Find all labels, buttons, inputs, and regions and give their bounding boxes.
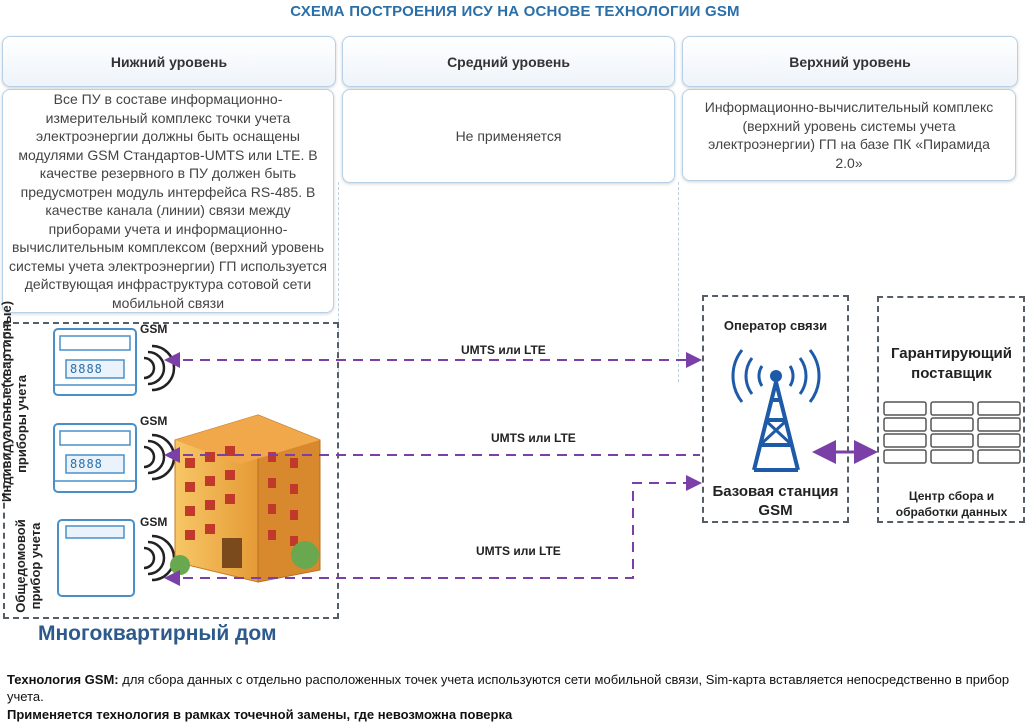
lower-level-text: Все ПУ в составе информационно-измерител… <box>9 91 327 311</box>
footer-term: Технология GSM: <box>7 672 119 687</box>
operator-box <box>702 295 849 523</box>
footer-text: Технология GSM: для сбора данных с отдел… <box>7 671 1017 705</box>
middle-level-text: Не применяется <box>455 127 562 144</box>
upper-level-description: Информационно-вычислительный комплекс (в… <box>682 89 1016 181</box>
link-label: UMTS или LTE <box>491 431 576 445</box>
gsm-label: GSM <box>140 414 168 428</box>
header-middle-level-label: Средний уровень <box>447 53 570 70</box>
gsm-label: GSM <box>140 515 168 529</box>
building-area <box>3 322 339 619</box>
server-rack-icon <box>883 401 1021 464</box>
gsm-label: GSM <box>140 322 168 336</box>
link-label: UMTS или LTE <box>461 343 546 357</box>
signal-icon <box>143 534 176 582</box>
upper-level-text: Информационно-вычислительный комплекс (в… <box>704 99 994 171</box>
meter-display: 8888 <box>70 457 103 471</box>
header-lower-level-label: Нижний уровень <box>110 53 228 70</box>
meter-icon <box>53 423 137 493</box>
building-label: Многоквартирный дом <box>38 622 277 645</box>
meter-icon <box>57 519 135 597</box>
link-lines <box>164 352 878 586</box>
supplier-box <box>877 296 1025 523</box>
header-middle-level: Средний уровень <box>342 36 675 87</box>
footer-note: Применяется технология в рамках точечной… <box>7 707 513 722</box>
supplier-label: Гарантирующий поставщик <box>891 345 1012 382</box>
operator-label: Оператор связи <box>723 318 828 333</box>
data-center-label: Центр сбора и обработки данных <box>895 489 1008 519</box>
footer-description: для сбора данных с отдельно расположенны… <box>7 672 1010 704</box>
header-lower-level: Нижний уровень <box>2 36 336 87</box>
middle-level-description: Не применяется <box>342 89 675 183</box>
column-divider <box>338 182 339 382</box>
signal-icon <box>143 344 176 392</box>
header-upper-level-label: Верхний уровень <box>789 53 911 70</box>
apartment-building-icon <box>170 414 321 583</box>
lower-level-description: Все ПУ в составе информационно-измерител… <box>2 89 334 313</box>
page-title: СХЕМА ПОСТРОЕНИЯ ИСУ НА ОСНОВЕ ТЕХНОЛОГИ… <box>290 3 740 20</box>
meter-icon <box>53 328 137 396</box>
signal-icon <box>143 433 176 481</box>
meter-display: 8888 <box>70 362 103 376</box>
base-station-label: Базовая станция GSM <box>712 483 839 519</box>
header-upper-level: Верхний уровень <box>682 36 1018 87</box>
link-label: UMTS или LTE <box>476 544 561 558</box>
column-divider <box>678 182 679 382</box>
cell-tower-icon <box>731 349 821 472</box>
